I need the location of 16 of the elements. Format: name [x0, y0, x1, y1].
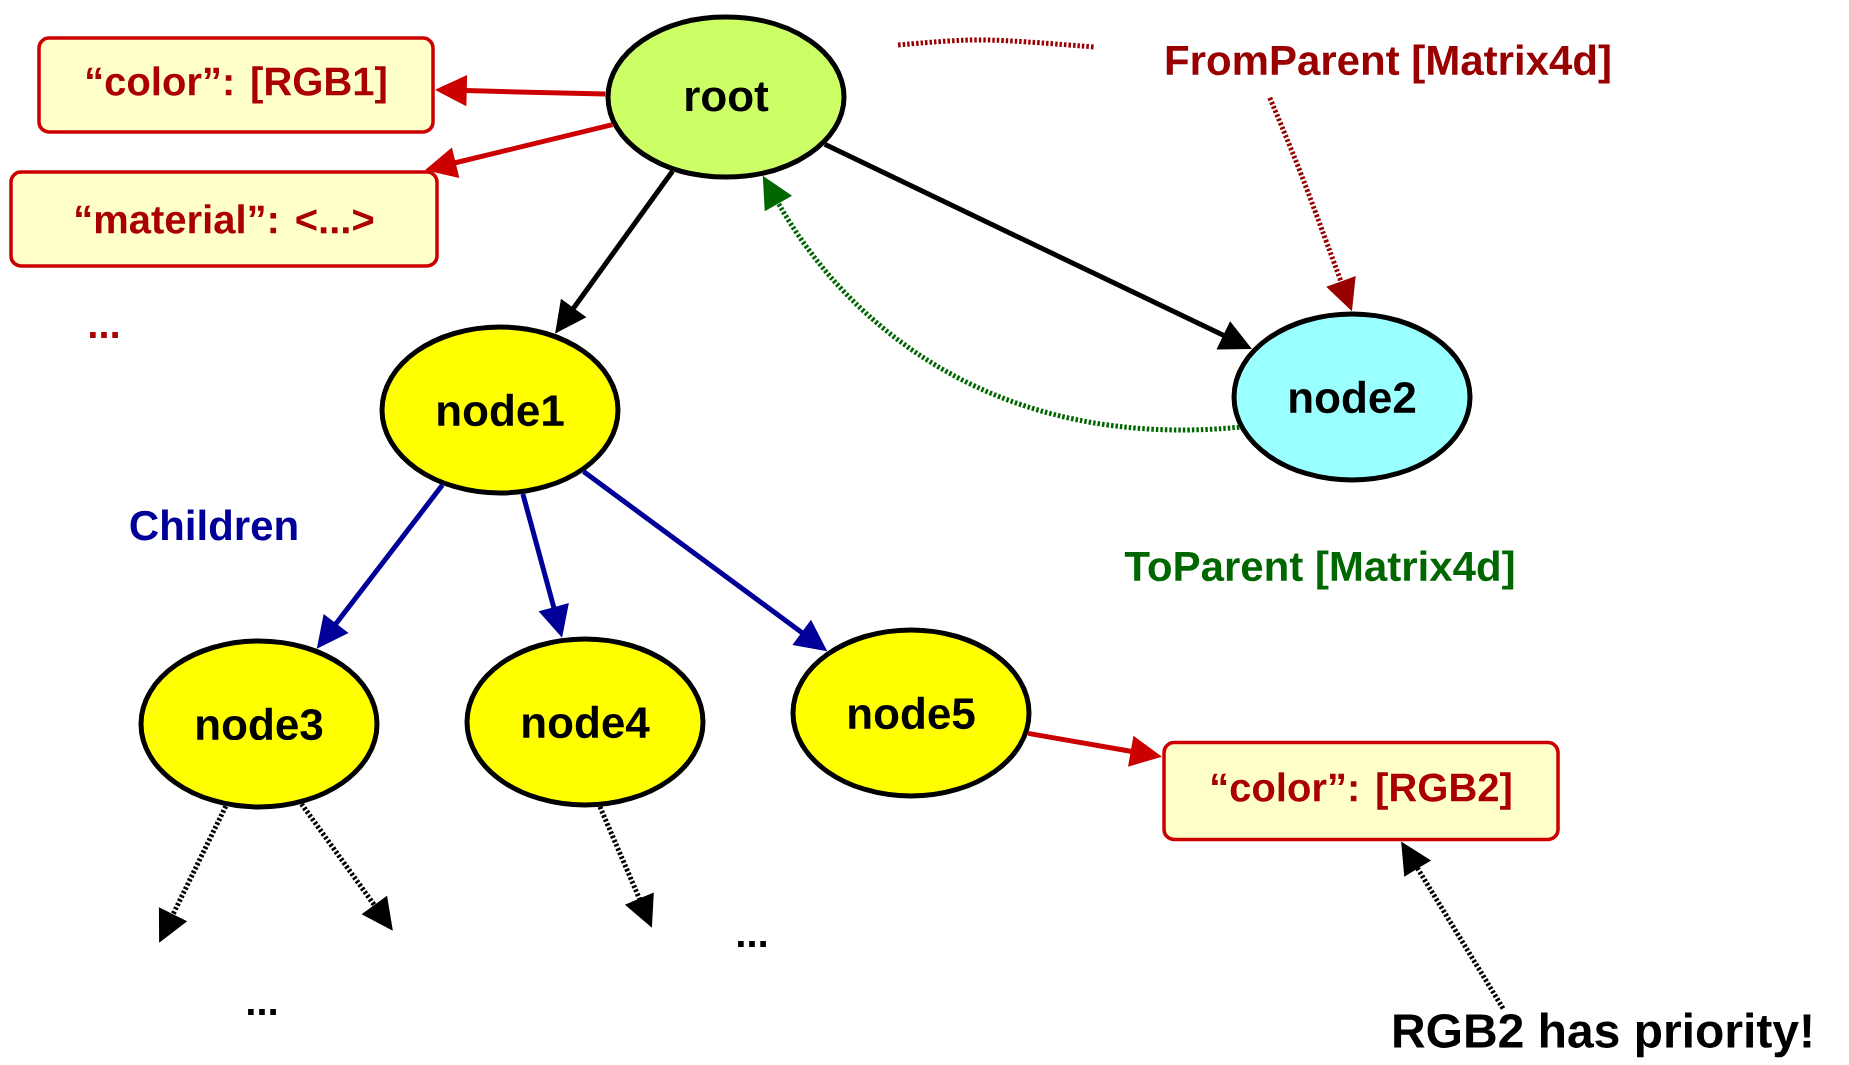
attribute-box: “color”: [RGB2] — [1162, 740, 1560, 842]
label-text: ToParent [Matrix4d] — [1124, 550, 1514, 590]
label-text: ... — [248, 1009, 276, 1015]
ellipse-node: node2 — [1231, 311, 1473, 483]
note-text: RGB2 has priority! — [1394, 1012, 1811, 1058]
label-text: ... — [90, 332, 118, 338]
ellipse-node: root — [605, 14, 847, 180]
attribute-box: “material”: <...> — [9, 170, 439, 268]
label-text: ... — [738, 941, 766, 947]
label-text: FromParent [Matrix4d] — [1166, 44, 1610, 84]
ellipse-node: node1 — [379, 324, 621, 496]
attribute-box: “color”: [RGB1] — [37, 36, 435, 134]
label-text: Children — [130, 509, 297, 541]
ellipse-node: node4 — [464, 636, 706, 808]
ellipse-node: node3 — [138, 638, 380, 810]
ellipse-node: node5 — [790, 627, 1032, 799]
